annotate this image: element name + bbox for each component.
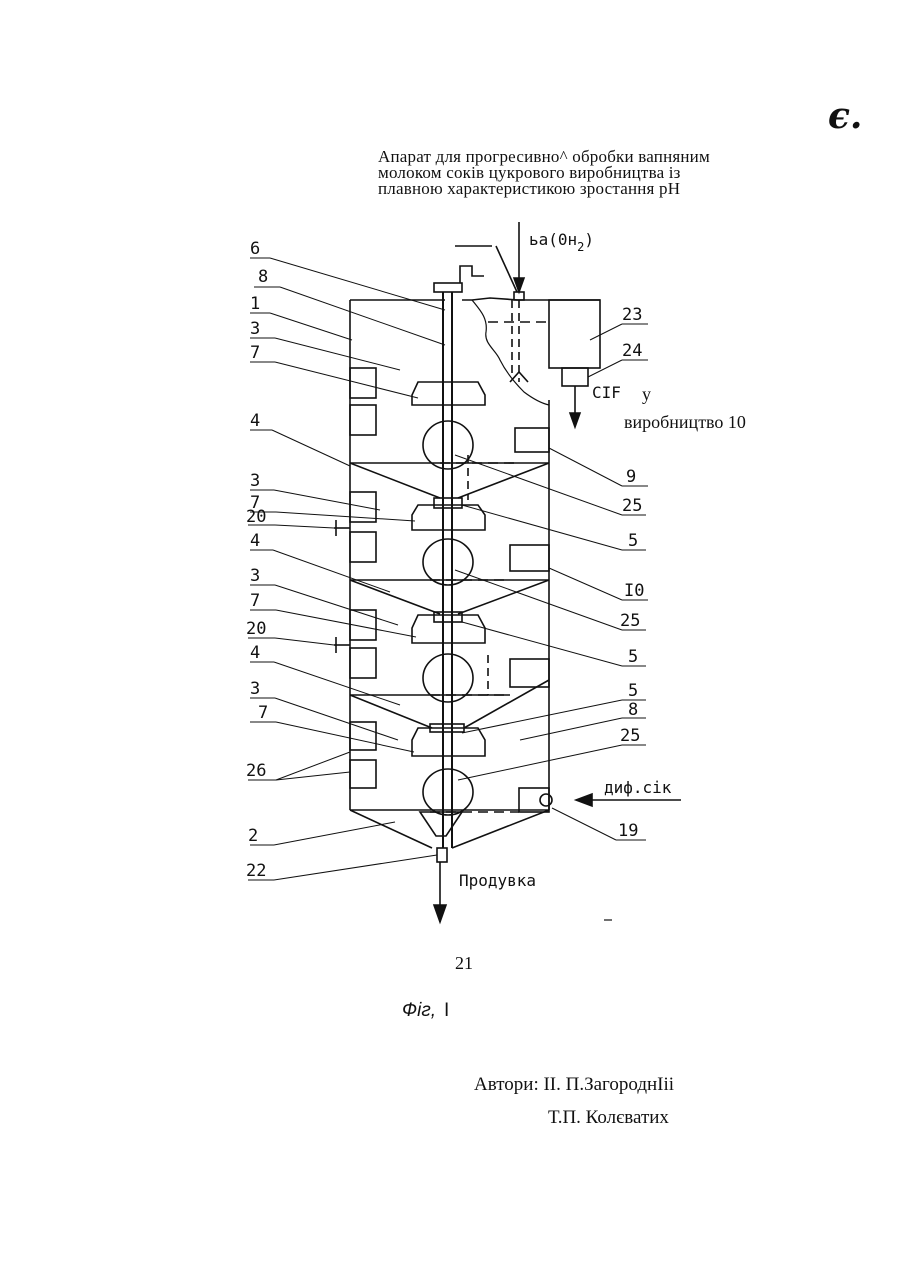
callout-label: 4 bbox=[250, 411, 260, 431]
central-shaft bbox=[412, 266, 485, 848]
reagent-inlet-label: ьа(0н2) bbox=[529, 230, 594, 254]
callout-label: 2 bbox=[248, 826, 258, 846]
callout-label: 4 bbox=[250, 531, 260, 551]
callout-label: 7 bbox=[250, 343, 260, 363]
outlet-destination-prefix: у bbox=[642, 384, 651, 404]
left-leaders bbox=[248, 258, 445, 880]
callout-label: 19 bbox=[618, 821, 638, 841]
callout-label: 20 bbox=[246, 507, 266, 527]
figure-caption-number: I bbox=[444, 1000, 449, 1021]
callout-label: 22 bbox=[246, 861, 266, 881]
callout-label: 20 bbox=[246, 619, 266, 639]
authors-line-2: Т.П. Колєватих bbox=[548, 1107, 669, 1129]
left-callout-labels: 6 8 1 3 7 4 3 7 20 4 3 7 20 4 3 7 26 2 2… bbox=[246, 239, 268, 881]
callout-label: 25 bbox=[620, 726, 640, 746]
diffusion-inlet-label: диф.сік bbox=[604, 778, 672, 797]
callout-label: 5 bbox=[628, 647, 638, 667]
callout-label: 3 bbox=[250, 679, 260, 699]
callout-label: 7 bbox=[258, 703, 268, 723]
callout-label: 3 bbox=[250, 566, 260, 586]
callout-label: 6 bbox=[250, 239, 260, 259]
callout-label: 25 bbox=[622, 496, 642, 516]
callout-label: 5 bbox=[628, 681, 638, 701]
callout-label: 7 bbox=[250, 591, 260, 611]
callout-label: 26 bbox=[246, 761, 266, 781]
callout-label: 8 bbox=[628, 700, 638, 720]
outlet-destination: виробництво 10 bbox=[624, 412, 746, 432]
callout-label: 9 bbox=[626, 467, 636, 487]
callout-label: 5 bbox=[628, 531, 638, 551]
authors-line-1: Автори: ІІ. П.ЗагороднІіі bbox=[474, 1074, 674, 1096]
callout-label: 1 bbox=[250, 294, 260, 314]
callout-label: I0 bbox=[624, 581, 644, 601]
callout-label: 3 bbox=[250, 319, 260, 339]
callout-label: 8 bbox=[258, 267, 268, 287]
callout-label: 4 bbox=[250, 643, 260, 663]
figure-number: 21 bbox=[455, 953, 473, 974]
outlet-label: CIF bbox=[592, 383, 621, 402]
callout-label: 25 bbox=[620, 611, 640, 631]
callout-label: 3 bbox=[250, 471, 260, 491]
figure-caption: Фіг,I bbox=[402, 1000, 449, 1022]
purge-label: Продувка bbox=[459, 871, 536, 890]
callout-label: 23 bbox=[622, 305, 642, 325]
right-callout-labels: 23 24 9 25 5 I0 25 5 5 8 25 19 bbox=[618, 305, 644, 841]
callout-label: 24 bbox=[622, 341, 642, 361]
